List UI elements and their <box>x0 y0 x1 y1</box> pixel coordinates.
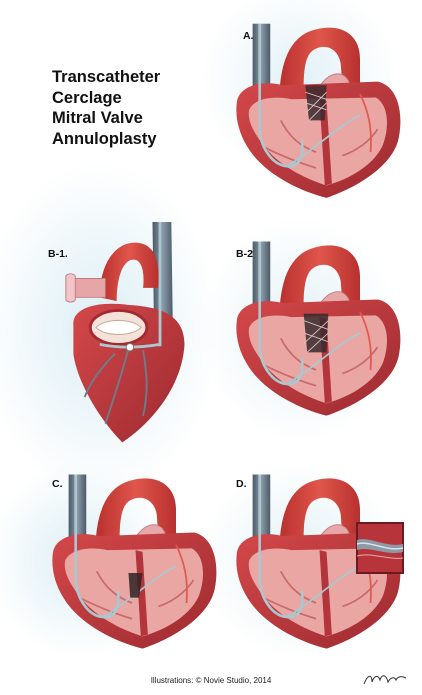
title-line-4: Annuloplasty <box>52 129 157 148</box>
title-line-1: Transcatheter <box>52 68 161 86</box>
illustration-credit: Illustrations: © Novie Studio, 2014 <box>150 676 272 685</box>
panel-b2-illustration <box>235 241 402 417</box>
panel-a-stent-valve <box>305 85 327 121</box>
panel-b2-label: B-2. <box>236 248 256 260</box>
panel-b1-external-heart <box>65 222 185 443</box>
artist-signature <box>363 675 407 685</box>
panel-b2-stent-valve <box>303 313 329 353</box>
title-line-2: Cerclage <box>52 88 122 107</box>
panel-b1-label: B-1. <box>48 248 68 260</box>
panel-c-label: C. <box>52 478 63 490</box>
diagram-title: Transcatheter Cerclage Mitral Valve Annu… <box>52 67 160 149</box>
title-line-3: Mitral Valve <box>52 109 143 127</box>
panel-d-inset-detail <box>356 522 404 574</box>
panel-d-label: D. <box>236 478 247 490</box>
panel-a-illustration <box>235 23 402 200</box>
panel-b1-illustration <box>65 222 185 443</box>
panel-c-leaflet-plication <box>128 573 143 598</box>
panel-c-illustration <box>51 474 218 650</box>
panel-a-label: A. <box>243 30 254 42</box>
